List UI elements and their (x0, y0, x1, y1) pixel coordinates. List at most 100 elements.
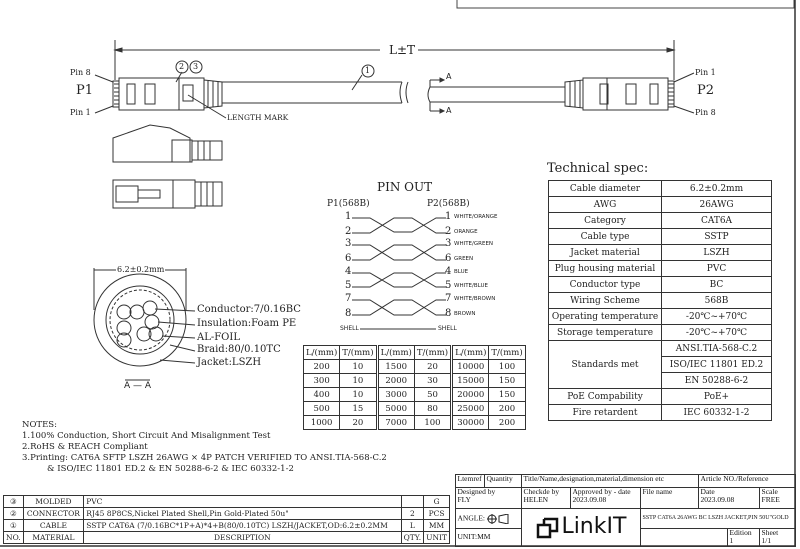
bom-cell: CONNECTOR (22, 507, 85, 520)
pin-left: 2 (345, 226, 352, 237)
checker: HELEN (523, 495, 549, 505)
pin-color-label: WHITE/BLUE (454, 283, 488, 289)
spec-value: PoE+ (661, 388, 772, 405)
p2-label: P2 (697, 83, 715, 98)
spec-key: Cable diameter (548, 180, 662, 197)
note-1: 1.100% Conduction, Short Circuit And Mis… (22, 431, 271, 441)
jacket-label: Jacket:LSZH (197, 357, 262, 368)
edition-label: Edition (729, 528, 752, 537)
balloon-2: 2 (179, 62, 185, 71)
notes: NOTES: 1.100% Conduction, Short Circuit … (22, 420, 387, 475)
pinout-title: PIN OUT (377, 180, 433, 194)
pin-color-label: BROWN (454, 311, 476, 317)
pinout-p2: P2(568B) (427, 199, 470, 209)
company-logo: LinkIT (521, 508, 641, 547)
bom-cell: NO. (3, 531, 24, 544)
sheet-value: 1/1 (761, 536, 772, 546)
table-cell: 20000 (451, 387, 490, 402)
pinout-wires (352, 217, 446, 330)
tb-unit: UNIT:MM (455, 528, 522, 547)
pin-right: 7 (445, 293, 452, 304)
pin-left: 8 (345, 308, 352, 319)
foil-label: AL-FOIL (197, 332, 240, 343)
tb-file-name: File name (639, 487, 700, 509)
table-cell: 7000 (376, 415, 415, 430)
spec-key: Category (548, 212, 662, 229)
length-mark-label: LENGTH MARK (227, 113, 289, 122)
pin-right: 2 (445, 226, 452, 237)
spec-value: CAT6A (661, 212, 772, 229)
table-cell: 15000 (451, 373, 490, 388)
shell-right: SHELL (438, 325, 457, 332)
column-header: L/(mm) (451, 345, 490, 360)
braid-label: Braid:80/0.10TC (197, 344, 281, 355)
table-row: L/(mm)T/(mm)L/(mm)T/(mm)L/(mm)T/(mm) (302, 345, 526, 360)
spec-key: Jacket material (548, 244, 662, 261)
column-header: T/(mm) (339, 345, 379, 360)
table-cell: 10 (339, 359, 379, 374)
sheet-label: Sheet (761, 528, 779, 537)
table-cell: 80 (413, 401, 454, 416)
approved-date: 2023.09.08 (572, 495, 607, 505)
date-label: Date (700, 487, 715, 496)
spec-key: Plug housing material (548, 260, 662, 277)
pin-left: 4 (345, 266, 352, 277)
spec-value: LSZH (661, 244, 772, 261)
plug-p1 (112, 77, 223, 111)
tb-title: Title/Name,designation,material,dimensio… (520, 474, 700, 488)
table-cell: 500 (302, 401, 341, 416)
spec-key: PoE Compability (548, 388, 662, 405)
p2-pin1-label: Pin 1 (695, 68, 716, 77)
table-cell: 150 (488, 373, 526, 388)
spec-value: -20℃~+70℃ (661, 308, 772, 325)
p1-pin1-label: Pin 1 (70, 108, 91, 117)
pin-color-label: WHITE/ORANGE (454, 214, 498, 220)
pin-color-label: WHITE/GREEN (454, 241, 494, 247)
table-cell: 20 (413, 359, 454, 374)
balloon-1: 1 (365, 66, 371, 75)
pin-left: 7 (345, 293, 352, 304)
bom-cell: PCS (423, 507, 450, 520)
bom-cell: 2 (400, 507, 425, 520)
designer: FLY (457, 495, 471, 505)
notes-title: NOTES: (22, 420, 57, 430)
bom-cell: DESCRIPTION (83, 531, 402, 544)
bom-cell: PVC (83, 495, 402, 508)
pin-color-label: BLUE (454, 269, 469, 275)
bom-cell: L (400, 519, 425, 532)
pin-left: 5 (345, 280, 352, 291)
pin-left: 1 (345, 211, 352, 222)
bom-cell: MM (423, 519, 450, 532)
column-header: T/(mm) (488, 345, 526, 360)
pin-color-label: GREEN (454, 256, 474, 262)
section-a-bottom: A (446, 106, 452, 115)
bom-cell: CABLE (22, 519, 85, 532)
table-cell: 200 (302, 359, 341, 374)
spec-value: -20℃~+70℃ (661, 324, 772, 341)
spec-value: EN 50288-6-2 (661, 372, 772, 389)
balloon-3: 3 (193, 62, 199, 71)
tb-angle: ANGLE: (455, 508, 522, 529)
bom-cell: ① (3, 519, 24, 532)
table-cell: 100 (488, 359, 526, 374)
bom-cell: SSTP CAT6A (7/0.16BC*1P+A)*4+B(80/0.10TC… (83, 519, 402, 532)
table-cell: 2000 (376, 373, 415, 388)
title-block: Ltemref Quantity Title/Name,designation,… (455, 474, 797, 547)
table-cell: 10 (339, 387, 379, 402)
spec-value: SSTP (661, 228, 772, 245)
